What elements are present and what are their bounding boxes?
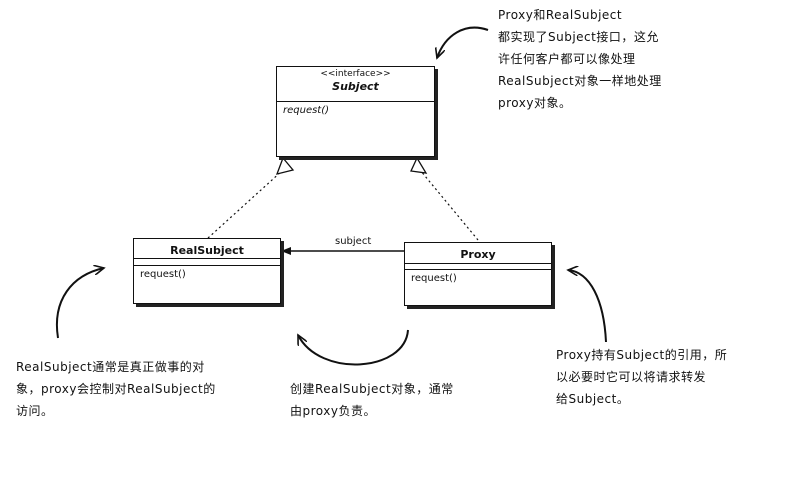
note-line: 创建RealSubject对象，通常 bbox=[290, 382, 454, 396]
realization-triangle-proxy bbox=[410, 156, 428, 174]
association-label: subject bbox=[335, 236, 372, 247]
note-line: 象，proxy会控制对RealSubject的 bbox=[16, 382, 216, 396]
realsubject-header: RealSubject bbox=[134, 239, 280, 259]
curved-arrow-center bbox=[297, 329, 409, 366]
realsubject-operation: request() bbox=[140, 269, 186, 280]
subject-header: <<interface>> Subject bbox=[277, 67, 434, 102]
note-line: proxy对象。 bbox=[498, 96, 572, 110]
subject-interface-box: <<interface>> Subject request() bbox=[276, 66, 435, 157]
note-line: 以必要时它可以将请求转发 bbox=[556, 370, 707, 384]
curved-arrow-right bbox=[568, 270, 607, 343]
proxy-class-name: Proxy bbox=[460, 248, 496, 261]
note-bottom-center: 创建RealSubject对象，通常 由proxy负责。 bbox=[290, 378, 520, 422]
subject-class-name: Subject bbox=[332, 80, 379, 93]
proxy-header: Proxy bbox=[405, 243, 551, 264]
note-bottom-left: RealSubject通常是真正做事的对 象，proxy会控制对RealSubj… bbox=[16, 356, 278, 422]
proxy-attributes bbox=[405, 264, 551, 270]
note-line: 给Subject。 bbox=[556, 392, 630, 406]
note-line: 访问。 bbox=[16, 404, 54, 418]
note-line: Proxy持有Subject的引用，所 bbox=[556, 348, 728, 362]
realsubject-class-name: RealSubject bbox=[170, 244, 244, 257]
subject-operation: request() bbox=[283, 105, 330, 116]
proxy-operation: request() bbox=[411, 273, 457, 284]
note-line: RealSubject对象一样地处理 bbox=[498, 74, 662, 88]
note-line: 都实现了Subject接口，这允 bbox=[498, 30, 659, 44]
note-bottom-right: Proxy持有Subject的引用，所 以必要时它可以将请求转发 给Subjec… bbox=[556, 344, 781, 410]
stereotype-label: <<interface>> bbox=[320, 69, 391, 79]
realsubject-class-box: RealSubject request() bbox=[133, 238, 281, 304]
realization-line-realsubject bbox=[207, 169, 284, 239]
note-line: RealSubject通常是真正做事的对 bbox=[16, 360, 205, 374]
proxy-class-box: Proxy request() bbox=[404, 242, 552, 306]
curved-arrow-top bbox=[437, 26, 489, 58]
note-line: Proxy和RealSubject bbox=[498, 8, 623, 22]
curved-arrow-left bbox=[55, 268, 104, 339]
note-line: 许任何客户都可以像处理 bbox=[498, 52, 636, 66]
note-line: 由proxy负责。 bbox=[290, 404, 376, 418]
realization-triangle-realsubject bbox=[275, 156, 295, 175]
realsubject-attributes bbox=[134, 259, 280, 266]
realization-line-proxy bbox=[419, 169, 479, 241]
note-top-right: Proxy和RealSubject 都实现了Subject接口，这允 许任何客户… bbox=[498, 4, 778, 114]
